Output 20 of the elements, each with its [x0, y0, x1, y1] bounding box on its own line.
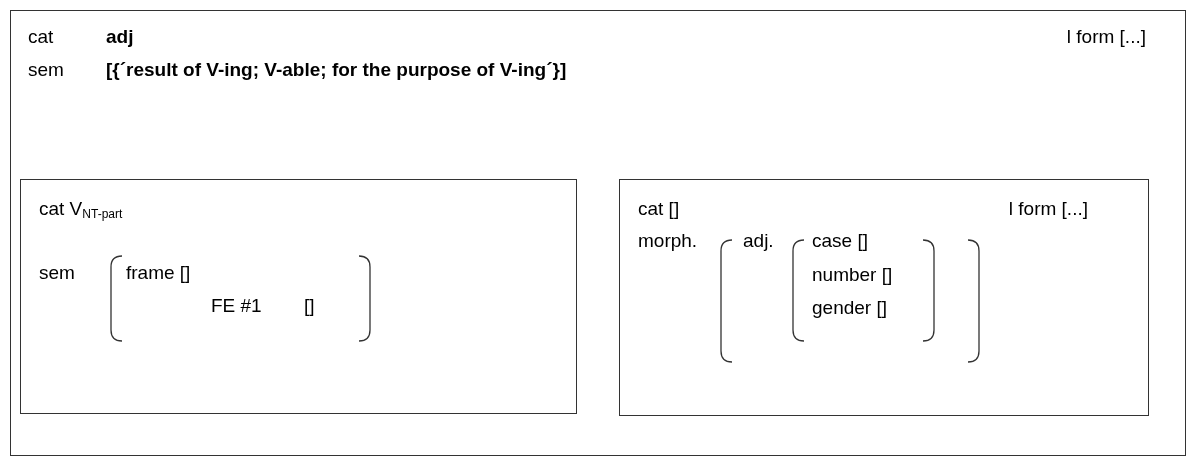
feature-text: gender []: [812, 296, 887, 320]
feature-text: adj.: [743, 229, 774, 253]
feature-text: cat V$_{NT-part}$: [39, 197, 123, 221]
feature-text: morph.: [638, 229, 698, 253]
feature-text: [{´result of V-ing; V-able; for the purpose of V-ing´}]: [106, 58, 567, 82]
feature-text: FE #1: [211, 294, 262, 318]
feature-text: number []: [812, 263, 893, 287]
feature-box: [619, 179, 1149, 416]
feature-text: cat []: [638, 197, 680, 221]
feature-text: sem: [28, 58, 64, 82]
feature-text: cat: [28, 25, 54, 49]
feature-text: frame []: [126, 261, 191, 285]
feature-text: []: [304, 294, 315, 318]
feature-text: l form [...]: [1066, 25, 1146, 49]
feature-text: l form [...]: [1008, 197, 1088, 221]
feature-text: case []: [812, 229, 868, 253]
feature-box: [20, 179, 577, 414]
feature-text: sem: [39, 261, 75, 285]
feature-text: adj: [106, 25, 134, 49]
feature-box: [10, 10, 1186, 456]
